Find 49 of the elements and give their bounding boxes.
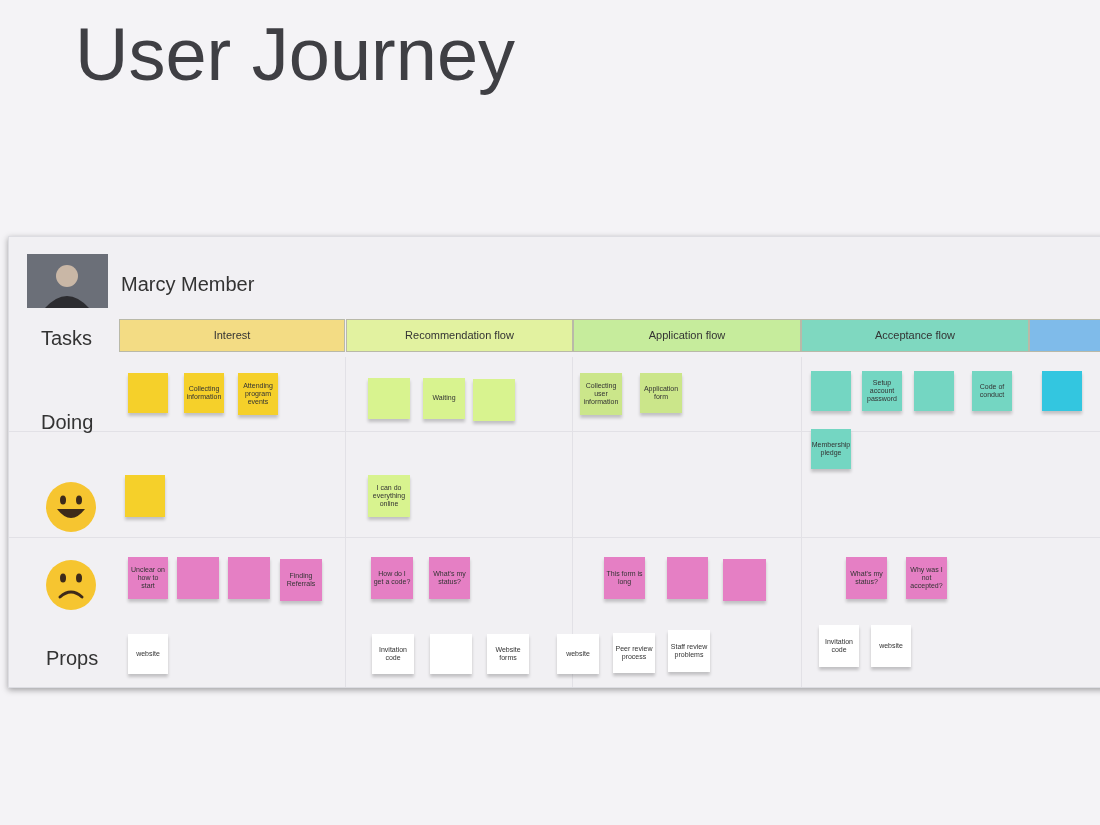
sticky-note <box>846 557 887 599</box>
task-band <box>119 319 345 352</box>
sticky-note <box>430 634 472 674</box>
sticky-note <box>238 373 278 415</box>
sticky-note <box>1042 371 1082 411</box>
sticky-note <box>280 559 322 601</box>
band-label: Application flow <box>648 328 726 344</box>
sticky-note <box>368 378 410 419</box>
sticky-note <box>372 634 414 674</box>
row-label: Props <box>46 646 99 671</box>
sticky-note <box>184 373 224 413</box>
sticky-note <box>862 371 902 411</box>
task-band <box>346 319 573 352</box>
band-label: Interest <box>213 328 251 344</box>
sticky-note <box>811 429 851 469</box>
person-name: Marcy Member <box>121 272 255 297</box>
sticky-note <box>368 475 410 517</box>
sticky-note <box>557 634 599 674</box>
sticky-note <box>429 557 470 599</box>
sticky-note <box>640 373 682 413</box>
band-label: Recommendation flow <box>405 328 514 344</box>
task-band <box>573 319 801 352</box>
sticky-note <box>487 634 529 674</box>
task-band <box>1029 319 1100 352</box>
sticky-note <box>371 557 413 599</box>
sticky-note <box>128 557 168 599</box>
sticky-note <box>906 557 947 599</box>
sticky-note <box>811 371 851 411</box>
sticky-note <box>871 625 911 667</box>
sticky-note <box>972 371 1012 411</box>
sticky-note <box>177 557 219 599</box>
sticky-note <box>580 373 622 415</box>
row-label: Tasks <box>41 326 93 351</box>
sticky-note <box>604 557 645 599</box>
sticky-note <box>423 378 465 419</box>
task-band <box>801 319 1029 352</box>
band-label: Acceptance flow <box>874 328 956 344</box>
row-label: Doing <box>41 410 94 435</box>
sticky-note <box>613 633 655 673</box>
sticky-note <box>473 379 515 421</box>
sticky-note <box>723 559 766 601</box>
sticky-note <box>128 634 168 674</box>
sticky-note <box>228 557 270 599</box>
sticky-note <box>128 373 168 413</box>
sticky-note <box>914 371 954 411</box>
sticky-note <box>667 557 708 599</box>
sticky-note <box>668 630 710 672</box>
sticky-note <box>819 625 859 667</box>
sticky-note <box>125 475 165 517</box>
